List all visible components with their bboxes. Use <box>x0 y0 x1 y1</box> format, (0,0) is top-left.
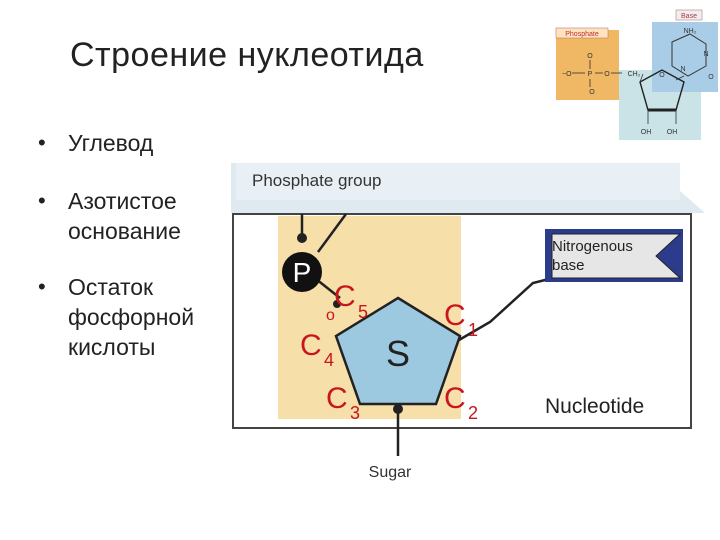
slide-title: Строение нуклеотида <box>70 36 424 74</box>
inset-base-label: Base <box>681 13 697 20</box>
inset-oh-right: OH <box>667 129 678 136</box>
carbon-1-letter: C <box>444 299 466 332</box>
carbon-3-subscript: 3 <box>350 403 360 423</box>
inset-p: P <box>588 71 593 78</box>
inset-o-ring: O <box>659 72 665 79</box>
inset-o-left: O <box>604 71 610 78</box>
inset-oh-left: OH <box>641 129 652 136</box>
phosphate-node: P <box>282 252 322 292</box>
inset-phosphate-block <box>556 30 619 100</box>
carbon-2-letter: C <box>444 382 466 415</box>
inset-o-minus-left: −O <box>562 71 572 78</box>
carbon-5-subscript: 5 <box>358 302 368 322</box>
sugar-label: Sugar <box>369 464 412 481</box>
phosphate-symbol: P <box>293 257 312 288</box>
nitrogenous-base-label-line1: Nitrogenous <box>552 238 633 255</box>
inset-nh2: NH₂ <box>684 28 697 35</box>
inset-o-base: O <box>708 74 714 81</box>
inset-phosphate-label: Phosphate <box>565 31 599 38</box>
inset-o-bottom: O <box>589 89 595 96</box>
carbon-3-letter: C <box>326 382 348 415</box>
bullet-nitrogenous-base: Азотистое основание <box>38 186 238 246</box>
base-link <box>458 276 554 342</box>
nitrogenous-base-flag: Nitrogenous base <box>545 229 683 282</box>
carbon-4-subscript: 4 <box>324 350 334 370</box>
carbon-2-subscript: 2 <box>468 403 478 423</box>
inset-base-block <box>652 22 718 92</box>
carbon-1-subscript: 1 <box>468 320 478 340</box>
bullet-phosphoric-acid: Остаток фосфорной кислоты <box>38 272 238 362</box>
bullet-list: Углевод Азотистое основание Остаток фосф… <box>38 128 238 362</box>
sugar-symbol: S <box>386 333 410 374</box>
carbon-5-letter: C <box>334 280 356 313</box>
inset-o-top: O <box>587 53 593 60</box>
inset-ch2: CH₂ <box>628 71 641 78</box>
inset-n1: N <box>703 51 708 58</box>
nucleotide-label: Nucleotide <box>545 395 644 418</box>
carbon-4-letter: C <box>300 329 322 362</box>
bullet-carbohydrate: Углевод <box>38 128 238 158</box>
inset-structure: Phosphate Base O −O P O O CH₂ O OH OH NH… <box>555 9 718 140</box>
nitrogenous-base-label-line2: base <box>552 257 585 274</box>
carbon-5-prefix: o <box>326 307 335 324</box>
phosphate-group-label: Phosphate group <box>252 171 382 190</box>
sugar-pentagon: S <box>334 296 462 406</box>
inset-n2: N <box>680 66 685 73</box>
